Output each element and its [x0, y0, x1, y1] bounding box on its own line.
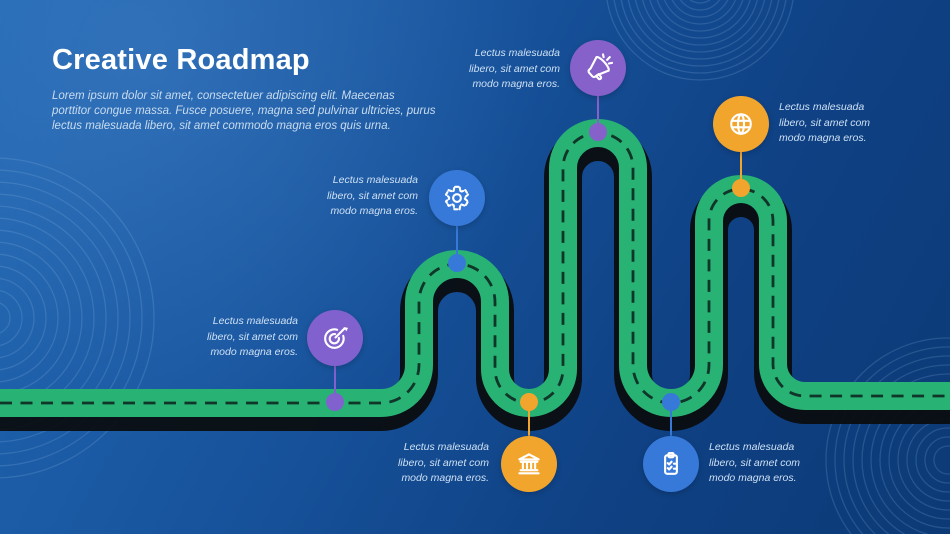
gear-icon [444, 185, 470, 211]
milestone-dot [448, 254, 466, 272]
milestone-dot [589, 123, 607, 141]
milestone-label: Lectus malesuada libero, sit amet com mo… [709, 441, 801, 484]
road-center-line [0, 131, 950, 405]
milestone-connector [456, 225, 458, 263]
milestone-connector [670, 402, 672, 436]
globe-icon [730, 113, 752, 135]
clipboard-icon [664, 451, 678, 475]
milestone-dot [520, 393, 538, 411]
target-icon [324, 327, 348, 349]
milestone-label: Lectus malesuada libero, sit amet com mo… [326, 174, 418, 217]
bank-icon [518, 453, 540, 475]
milestone-icon-bubble [643, 436, 699, 492]
milestone-icon-bubble [307, 310, 363, 366]
milestone-icon-bubble [570, 40, 626, 96]
slide-description: Lorem ipsum dolor sit amet, consectetuer… [52, 90, 436, 132]
milestone-connector [528, 402, 530, 436]
milestone-label: Lectus malesuada libero, sit amet com mo… [397, 441, 489, 484]
slide-header: Creative Roadmap Lorem ipsum dolor sit a… [52, 44, 472, 133]
milestone-label: Lectus malesuada libero, sit amet com mo… [206, 315, 298, 358]
milestone-icon-bubble [713, 96, 769, 152]
milestone-connector [334, 364, 336, 402]
milestone-icon-bubble [501, 436, 557, 492]
milestone-icon-bubble [429, 170, 485, 226]
milestone-dot [662, 393, 680, 411]
milestone-dot [732, 179, 750, 197]
milestone-dot [326, 393, 344, 411]
milestone-connector [740, 151, 742, 188]
milestone-label: Lectus malesuada libero, sit amet com mo… [779, 101, 871, 144]
slide-title: Creative Roadmap [52, 44, 310, 76]
milestone-connector [597, 95, 599, 132]
megaphone-icon [587, 53, 613, 81]
milestone-label: Lectus malesuada libero, sit amet com mo… [468, 47, 560, 90]
